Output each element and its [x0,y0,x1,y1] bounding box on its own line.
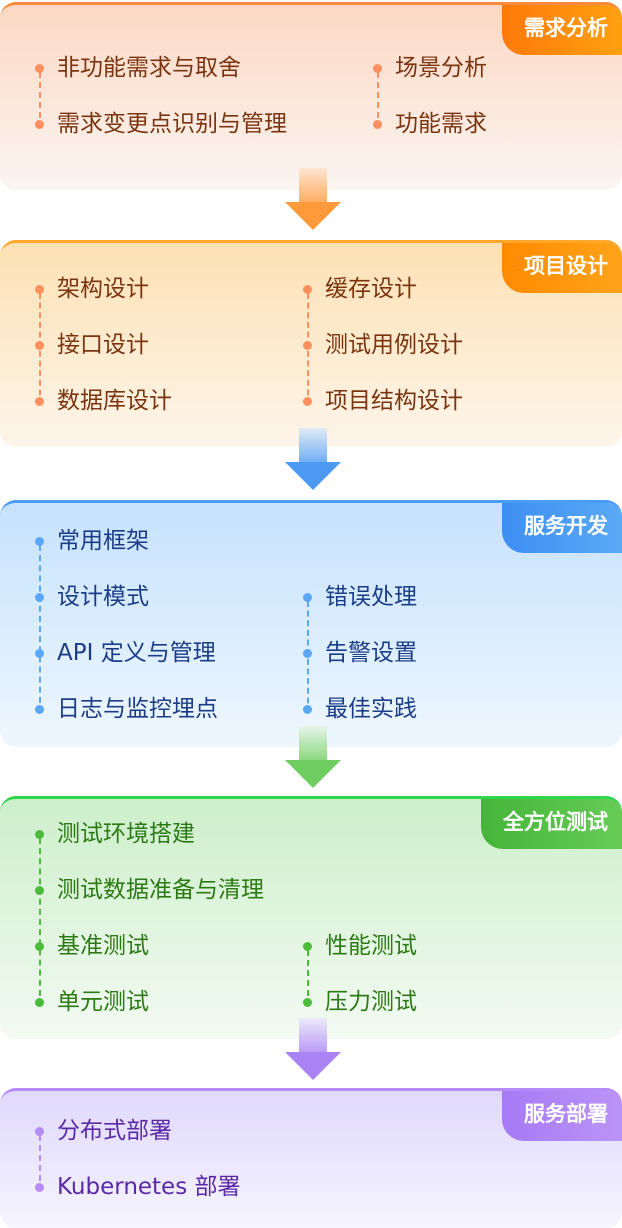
stage-item: 需求变更点识别与管理 [57,111,287,137]
stage-item: 场景分析 [395,55,487,81]
stage-card: 需求分析 [0,2,622,190]
stage-card: 服务开发 [0,500,622,747]
stage-item: 基准测试 [57,933,149,959]
stage-item: 数据库设计 [57,388,172,414]
bullet-dot [373,64,382,73]
bullet-dot [373,120,382,129]
stage-item: 接口设计 [57,332,149,358]
bullet-dot [35,285,44,294]
arrow-shaft [299,168,327,202]
connector-line [38,72,41,128]
stage-item: 性能测试 [325,933,417,959]
connector-line [306,950,309,1006]
stage-item: 分布式部署 [57,1118,172,1144]
bullet-dot [35,593,44,602]
bullet-dot [303,397,312,406]
stage-item: 功能需求 [395,111,487,137]
bullet-dot [303,341,312,350]
connector-line [38,1135,41,1191]
bullet-dot [303,998,312,1007]
bullet-dot [35,942,44,951]
stage-item: 非功能需求与取舍 [57,55,241,81]
connector-line [38,838,41,1006]
stage-item: 单元测试 [57,989,149,1015]
stage-title: 全方位测试 [481,799,622,849]
arrow-shaft [299,1018,327,1052]
stage-item: 项目结构设计 [325,388,463,414]
bullet-dot [35,64,44,73]
stage-title: 需求分析 [502,5,622,55]
stage-item: 测试数据准备与清理 [57,877,264,903]
stage-item: API 定义与管理 [57,640,216,666]
arrow-head [285,202,341,230]
bullet-dot [303,705,312,714]
bullet-dot [303,649,312,658]
stage-title: 服务开发 [502,503,622,553]
bullet-dot [303,942,312,951]
bullet-dot [35,649,44,658]
stage-item: 告警设置 [325,640,417,666]
bullet-dot [35,341,44,350]
bullet-dot [303,285,312,294]
stage-card: 全方位测试 [0,796,622,1039]
stage-item: 错误处理 [325,584,417,610]
stage-item: 测试环境搭建 [57,821,195,847]
stage-item: 设计模式 [57,584,149,610]
arrow-shaft [299,726,327,760]
connector-line [38,545,41,713]
bullet-dot [303,593,312,602]
stage-item: Kubernetes 部署 [57,1174,241,1200]
bullet-dot [35,998,44,1007]
arrow-head [285,462,341,490]
arrow-head [285,1052,341,1080]
bullet-dot [35,397,44,406]
bullet-dot [35,886,44,895]
bullet-dot [35,537,44,546]
stage-item: 日志与监控埋点 [57,696,218,722]
stage-item: 架构设计 [57,276,149,302]
stage-card: 服务部署 [0,1088,622,1228]
stage-item: 常用框架 [57,528,149,554]
connector-line [376,72,379,128]
arrow-shaft [299,428,327,462]
stage-title: 项目设计 [502,243,622,293]
bullet-dot [35,120,44,129]
stage-title: 服务部署 [502,1091,622,1141]
bullet-dot [35,1127,44,1136]
bullet-dot [35,1183,44,1192]
bullet-dot [35,830,44,839]
stage-item: 测试用例设计 [325,332,463,358]
stage-item: 最佳实践 [325,696,417,722]
stage-item: 缓存设计 [325,276,417,302]
arrow-head [285,760,341,788]
bullet-dot [35,705,44,714]
stage-item: 压力测试 [325,989,417,1015]
